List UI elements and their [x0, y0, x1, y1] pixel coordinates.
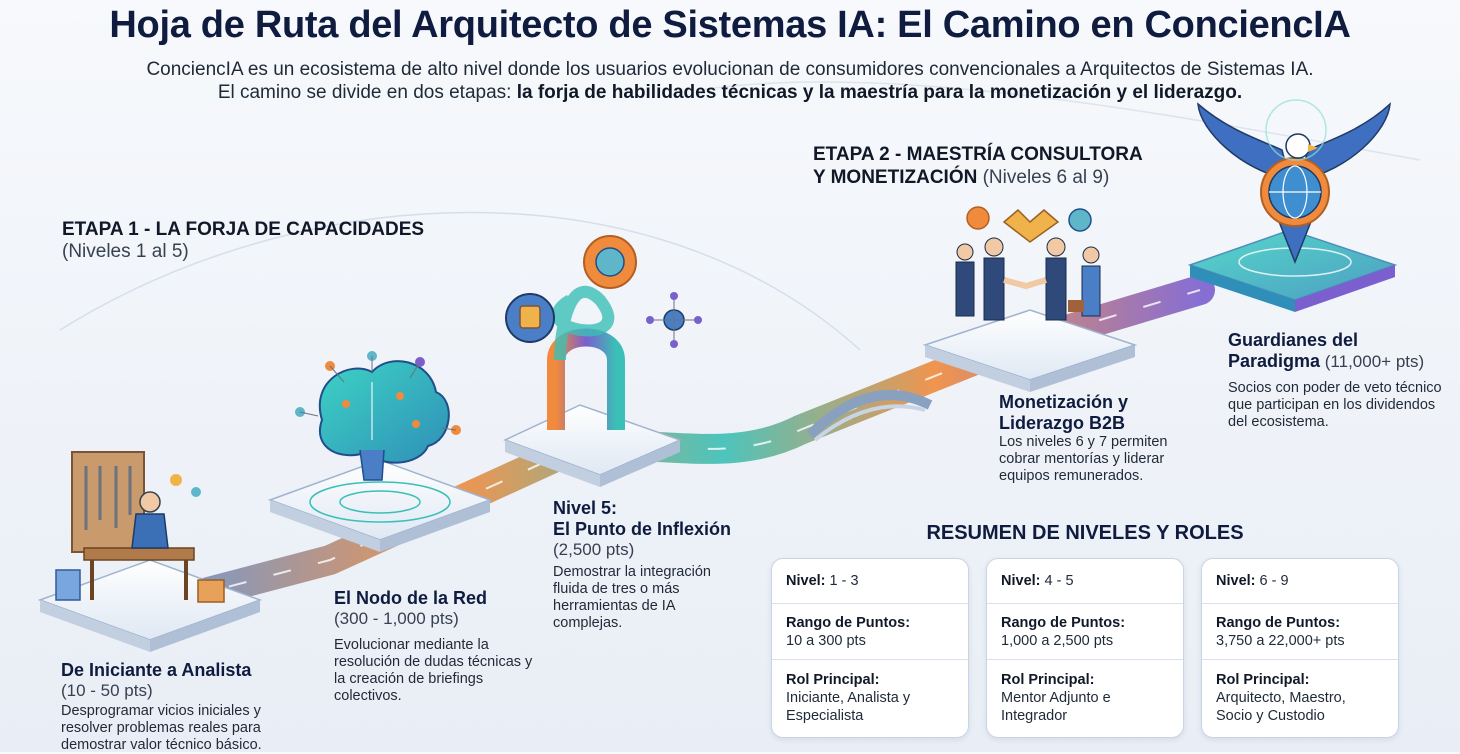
- level-5-points: (2,500 pts): [553, 540, 635, 559]
- guardians-title-line-2-text: Paradigma: [1228, 351, 1321, 371]
- guardians-title-line-1: Guardianes del: [1228, 330, 1359, 350]
- brain-network-icon: [267, 351, 493, 552]
- level-2-title: El Nodo de la Red: [334, 588, 488, 608]
- stage-1-header: ETAPA 1 - LA FORJA DE CAPACIDADES (Nivel…: [62, 218, 424, 263]
- level-1-points: (10 - 50 pts): [61, 681, 153, 700]
- level-guardians-block: Guardianes del Paradigma (11,000+ pts) S…: [1228, 330, 1443, 431]
- stage-2-header: ETAPA 2 - MAESTRÍA CONSULTORA Y MONETIZA…: [813, 143, 1143, 189]
- stage-1-title: ETAPA 1 - LA FORJA DE CAPACIDADES: [62, 219, 425, 240]
- card-3-range-row: Rango de Puntos:3,750 a 22,000+ pts: [1202, 604, 1398, 660]
- card-2-level-label: Nivel:: [1001, 573, 1041, 589]
- page-subtitle: ConciencIA es un ecosistema de alto nive…: [0, 58, 1460, 104]
- stage-2-title-line-2-text: Y MONETIZACIÓN: [813, 167, 978, 188]
- stage-1-subtitle: (Niveles 1 al 5): [62, 241, 189, 262]
- card-3-level-label: Nivel:: [1216, 573, 1256, 589]
- card-1-level-label: Nivel:: [786, 573, 826, 589]
- card-3-role-label: Rol Principal:: [1216, 672, 1310, 688]
- monetization-description: Los niveles 6 y 7 permiten cobrar mentor…: [999, 434, 1168, 484]
- summary-card-1: Nivel: 1 - 3 Rango de Puntos:10 a 300 pt…: [771, 558, 969, 738]
- level-monetization-block: Monetización y Liderazgo B2B Los niveles…: [999, 392, 1189, 485]
- level-5-block: Nivel 5: El Punto de Inflexión (2,500 pt…: [553, 498, 733, 632]
- card-2-level-value: 4 - 5: [1040, 573, 1074, 589]
- card-2-level-row: Nivel: 4 - 5: [987, 559, 1183, 604]
- monetization-title-line-1: Monetización y: [999, 392, 1129, 412]
- summary-card-2: Nivel: 4 - 5 Rango de Puntos:1,000 a 2,5…: [986, 558, 1184, 738]
- level-1-title: De Iniciante a Analista: [61, 660, 252, 680]
- subtitle-line-2-plain: El camino se divide en dos etapas:: [217, 82, 517, 103]
- card-1-level-row: Nivel: 1 - 3: [772, 559, 968, 604]
- workbench-icon: [37, 451, 263, 652]
- stage-2-subtitle: (Niveles 6 al 9): [977, 167, 1110, 188]
- level-5-title-line-1: Nivel 5:: [553, 498, 618, 518]
- card-3-level-value: 6 - 9: [1255, 573, 1289, 589]
- level-2-block: El Nodo de la Red (300 - 1,000 pts) Evol…: [334, 588, 544, 705]
- handshake-icon: [922, 206, 1138, 392]
- card-2-role-label: Rol Principal:: [1001, 672, 1095, 688]
- card-2-range-row: Rango de Puntos:1,000 a 2,500 pts: [987, 604, 1183, 660]
- card-1-role-value: Iniciante, Analista y Especialista: [786, 690, 911, 724]
- guardians-title-line-2: Paradigma (11,000+ pts): [1228, 351, 1443, 372]
- subtitle-line-2: El camino se divide en dos etapas: la fo…: [0, 81, 1460, 104]
- card-1-level-value: 1 - 3: [825, 573, 859, 589]
- level-1-description: Desprogramar vicios iniciales y resolver…: [61, 703, 262, 753]
- stage-2-title-line-2: Y MONETIZACIÓN (Niveles 6 al 9): [813, 166, 1143, 189]
- card-1-range-label: Rango de Puntos:: [786, 614, 911, 631]
- bridge-icon: [806, 390, 933, 442]
- level-2-description: Evolucionar mediante la resolución de du…: [334, 637, 533, 704]
- summary-title: RESUMEN DE NIVELES Y ROLES: [926, 522, 1244, 544]
- card-3-role-row: Rol Principal: Arquitecto, Maestro, Socio…: [1202, 660, 1398, 736]
- monetization-title-line-2: Liderazgo B2B: [999, 413, 1126, 433]
- card-2-role-value: Mentor Adjunto e Integrador: [1001, 690, 1111, 724]
- card-2-role-row: Rol Principal: Mentor Adjunto e Integrado…: [987, 660, 1183, 736]
- card-2-range-value: 1,000 a 2,500 pts: [1001, 632, 1114, 649]
- card-1-role-label: Rol Principal:: [786, 672, 880, 688]
- card-1-range-row: Rango de Puntos:10 a 300 pts: [772, 604, 968, 660]
- card-3-range-value: 3,750 a 22,000+ pts: [1216, 632, 1345, 649]
- subtitle-line-1: ConciencIA es un ecosistema de alto nive…: [146, 59, 1314, 80]
- guardians-description: Socios con poder de veto técnico que par…: [1228, 380, 1442, 430]
- subtitle-line-2-bold: la forja de habilidades técnicas y la ma…: [516, 82, 1243, 103]
- card-3-role-value: Arquitecto, Maestro, Socio y Custodio: [1216, 690, 1346, 724]
- page-title: Hoja de Ruta del Arquitecto de Sistemas …: [109, 4, 1351, 46]
- card-1-range-value: 10 a 300 pts: [786, 632, 866, 649]
- level-2-points: (300 - 1,000 pts): [334, 609, 459, 628]
- eagle-globe-icon: [1187, 99, 1398, 312]
- card-1-role-row: Rol Principal: Iniciante, Analista y Espe…: [772, 660, 968, 736]
- bg-arc: [59, 211, 861, 351]
- summary-card-3: Nivel: 6 - 9 Rango de Puntos:3,750 a 22,…: [1201, 558, 1399, 738]
- card-3-range-label: Rango de Puntos:: [1216, 614, 1341, 631]
- level-5-description: Demostrar la integración fluida de tres …: [553, 564, 711, 631]
- level-1-block: De Iniciante a Analista (10 - 50 pts) De…: [61, 660, 291, 754]
- level-5-title-line-2: El Punto de Inflexión: [553, 519, 732, 539]
- gear-arch-icon: [503, 235, 702, 487]
- guardians-points: (11,000+ pts): [1320, 352, 1425, 371]
- stage-2-title-line-1: ETAPA 2 - MAESTRÍA CONSULTORA: [813, 144, 1143, 165]
- card-2-range-label: Rango de Puntos:: [1001, 614, 1126, 631]
- card-3-level-row: Nivel: 6 - 9: [1202, 559, 1398, 604]
- bg-arc: [699, 81, 1421, 161]
